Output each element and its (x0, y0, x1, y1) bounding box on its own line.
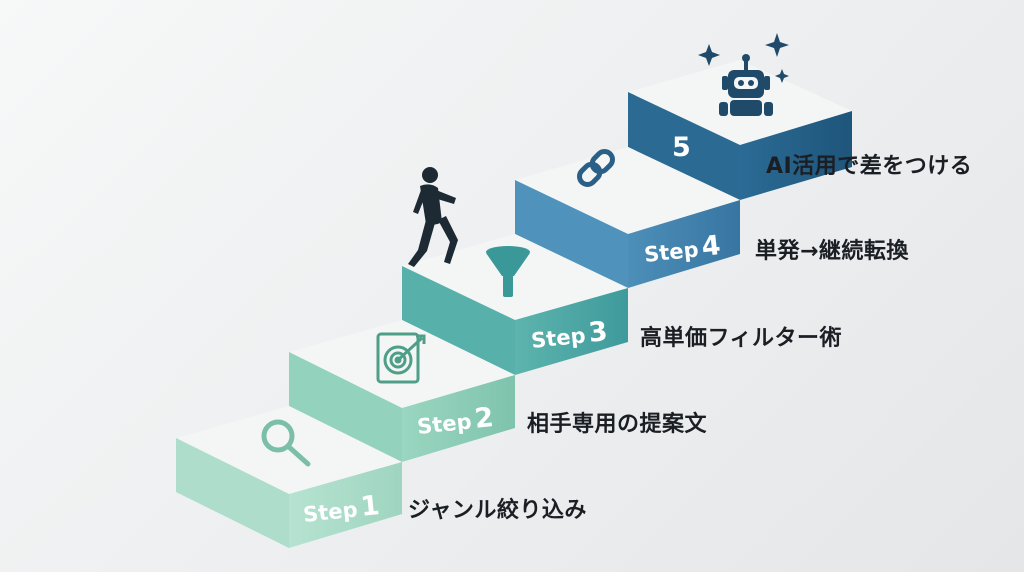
step-block-5: 5 (628, 33, 852, 200)
step-4-front-left (515, 180, 628, 288)
step-4-badge: Step 4 (643, 230, 722, 267)
step-block-1: Step 1 (176, 406, 402, 548)
step-4-side (628, 200, 740, 288)
step-4-number: 4 (700, 230, 722, 263)
magnifier-icon (261, 419, 311, 467)
step-3-side (515, 288, 628, 375)
sparkle-icon (698, 33, 789, 83)
step-5-side (740, 111, 852, 200)
step-2-label: 相手専用の提案文 (527, 412, 708, 437)
step-2-side (402, 375, 515, 462)
target-document-icon (376, 332, 426, 384)
step-block-4: Step 4 (515, 147, 740, 288)
step-3-number: 3 (587, 316, 609, 349)
step-5-front (628, 92, 740, 200)
step-1-badge: Step 1 (302, 490, 381, 527)
step-block-3: Step 3 (402, 234, 628, 375)
step-2-number: 2 (473, 402, 495, 435)
step-3-top (402, 234, 628, 320)
step-block-2: Step 2 (289, 320, 515, 462)
chain-link-icon (577, 149, 615, 187)
step-1-label: ジャンル絞り込み (408, 498, 587, 523)
robot-icon (719, 54, 773, 116)
step-4-top (515, 147, 740, 234)
step-5-label: AI活用で差をつける (766, 154, 973, 179)
step-1-front (176, 438, 289, 548)
walking-person-icon (408, 167, 458, 267)
step-1-number: 1 (359, 490, 381, 523)
step-2-word: Step (416, 409, 473, 439)
step-2-badge: Step 2 (416, 402, 495, 439)
step-1-word: Step (302, 497, 359, 527)
funnel-icon (486, 246, 530, 297)
step-3-word: Step (530, 323, 587, 353)
step-1-side (289, 462, 402, 548)
step-2-front (289, 352, 402, 462)
step-3-label: 高単価フィルター術 (640, 326, 843, 351)
step-4-label: 単発→継続転換 (755, 239, 909, 264)
step-3-front (402, 266, 515, 375)
step-3-badge: Step 3 (530, 316, 609, 353)
step-5-number: 5 (672, 132, 691, 163)
step-4-word: Step (643, 237, 700, 267)
